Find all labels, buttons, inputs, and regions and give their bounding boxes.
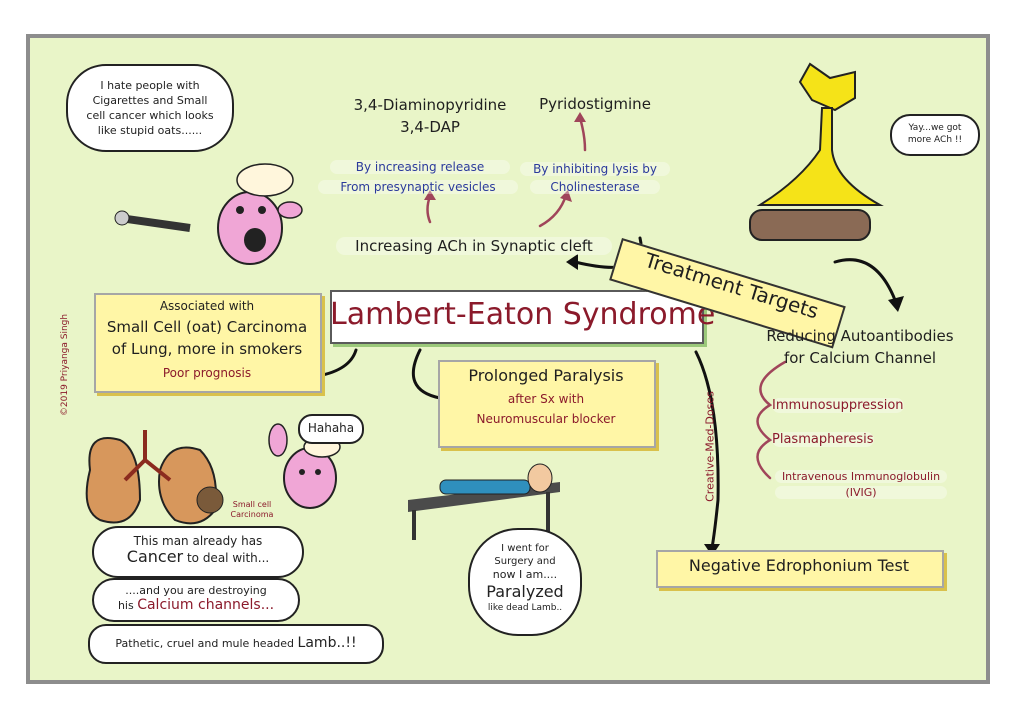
small-cell-label: Small cell Carcinoma: [230, 500, 274, 519]
edrophonium-box: [656, 550, 944, 588]
neuron-quote: Yay...we got more ACh !!: [907, 123, 963, 145]
laughing-lamb-icon: [268, 423, 341, 509]
calcium-line2: his Calcium channels...: [94, 598, 298, 613]
patient-line4: Paralyzed: [486, 582, 564, 601]
pathetic-bubble: Pathetic, cruel and mule headed Lamb..!!: [88, 624, 384, 664]
lamb-quote-bubble: I hate people with Cigarettes and Small …: [66, 64, 234, 152]
pathetic-lamb: Lamb..!!: [297, 635, 357, 651]
drug1-mechanism-1: By increasing release: [330, 160, 510, 174]
patient-line5: like dead Lamb..: [487, 603, 563, 613]
hahaha-text: Hahaha: [307, 421, 355, 435]
patient-line1: I went for: [501, 543, 549, 554]
paralysis-line1: Prolonged Paralysis: [468, 366, 624, 385]
calcium-bubble: ....and you are destroying his Calcium c…: [92, 578, 300, 622]
increase-ach-label: Increasing ACh in Synaptic cleft: [336, 237, 612, 255]
title: Lambert-Eaton Syndrome: [330, 297, 716, 332]
therapy-ivig-abbr: (IVIG): [775, 486, 947, 499]
neuron-icon: [749, 62, 884, 241]
association-box: [94, 293, 322, 393]
edrophonium-label: Negative Edrophonium Test: [688, 556, 910, 575]
cancer-word: Cancer: [126, 547, 184, 566]
neuron-quote-bubble: Yay...we got more ACh !!: [890, 114, 980, 156]
therapy-immunosuppression: Immunosuppression: [772, 398, 904, 413]
cancer-post: to deal with...: [186, 551, 270, 565]
drug1-abbr: 3,4-DAP: [400, 118, 460, 136]
paralysis-line2: after Sx with: [507, 392, 585, 406]
association-line1: Associated with: [159, 299, 255, 313]
paralysis-box: [438, 360, 656, 448]
association-line2: Small Cell (oat) Carcinoma: [106, 318, 308, 336]
association-prognosis: Poor prognosis: [162, 366, 252, 380]
drug2-name: Pyridostigmine: [539, 95, 651, 113]
patient-line3: now I am....: [492, 568, 558, 581]
calcium-word: Calcium channels...: [137, 597, 275, 613]
cancer-line2: Cancer to deal with...: [94, 549, 302, 566]
therapy-ivig: Intravenous Immunoglobulin: [775, 470, 947, 483]
side-label: Creative-Med-Doses: [703, 391, 717, 502]
autoantibodies-line1: Reducing Autoantibodies: [766, 327, 954, 345]
lamb-quote: I hate people with Cigarettes and Small …: [86, 79, 214, 137]
drug2-mechanism-2: Cholinesterase: [530, 180, 660, 194]
drug1-name: 3,4-Diaminopyridine: [353, 96, 507, 114]
therapy-plasmapheresis: Plasmapheresis: [772, 432, 874, 447]
paralysis-line3: Neuromuscular blocker: [476, 412, 616, 426]
drug2-mechanism-1: By inhibiting lysis by: [520, 162, 670, 176]
pathetic-text: Pathetic, cruel and mule headed: [115, 637, 295, 650]
patient-line2: Surgery and: [494, 556, 556, 567]
patient-on-table-icon: [408, 463, 560, 540]
angry-lamb-icon: [114, 163, 303, 265]
lung-icon: [85, 430, 224, 525]
copyright: ©2019 Priyanga Singh: [60, 313, 70, 417]
cancer-bubble: This man already has Cancer to deal with…: [92, 526, 304, 578]
calcium-line1: ....and you are destroying: [125, 584, 267, 597]
drug1-mechanism-2: From presynaptic vesicles: [318, 180, 518, 194]
title-box: [330, 290, 704, 344]
autoantibodies-line2: for Calcium Channel: [783, 349, 937, 367]
hahaha-bubble: Hahaha: [298, 414, 364, 444]
cancer-line1: This man already has: [133, 534, 263, 548]
association-line3: of Lung, more in smokers: [111, 340, 303, 358]
calcium-his: his: [117, 599, 134, 612]
patient-bubble: I went for Surgery and now I am.... Para…: [468, 528, 582, 636]
